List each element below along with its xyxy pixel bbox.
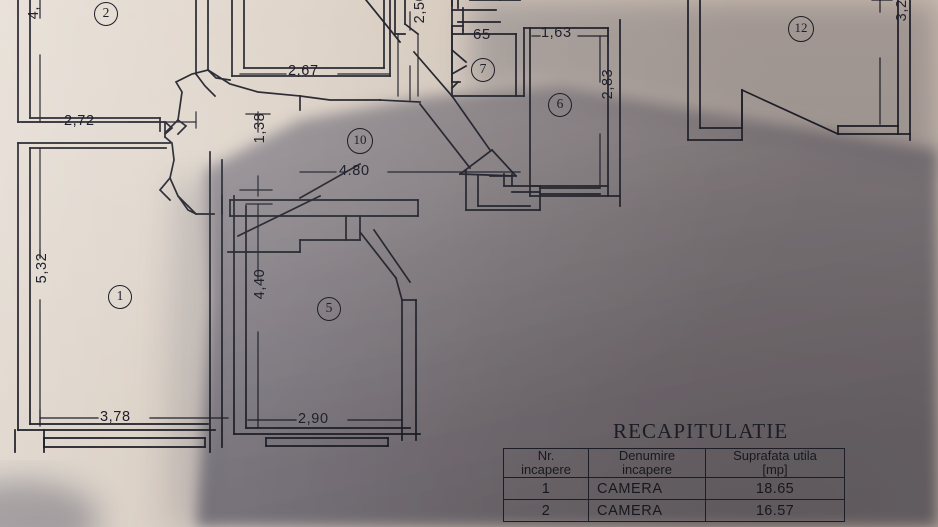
cell-suprafata: 16.57 (705, 499, 845, 522)
cell-nr: 2 (503, 499, 589, 522)
recap-table-element: Nr. incapere Denumire incapere Suprafata… (503, 448, 845, 522)
dim-label-4-top-left: 4, (26, 6, 42, 20)
header-nr-incapere: Nr. incapere (503, 448, 589, 478)
dim-label-1-63: 1,63 (541, 25, 572, 41)
room-marker-7: 7 (471, 58, 495, 82)
room-marker-5: 5 (317, 297, 341, 321)
dim-label-2-67: 2,67 (288, 63, 319, 79)
room-marker-12: 12 (788, 16, 814, 42)
recap-table-head: Nr. incapere Denumire incapere Suprafata… (503, 448, 845, 478)
cell-denumire: CAMERA (588, 499, 706, 522)
dim-label-5-32: 5,32 (34, 252, 50, 284)
dim-label-2-90: 2,90 (298, 411, 329, 427)
header-den-line2: incapere (622, 462, 672, 477)
cell-suprafata: 18.65 (705, 477, 845, 500)
cell-denumire: CAMERA (588, 477, 706, 500)
header-sup-line1: Suprafata utila (733, 448, 817, 463)
header-nr-line1: Nr. (537, 448, 555, 463)
header-sup-line2: [mp] (762, 462, 788, 477)
recap-table: Nr. incapere Denumire incapere Suprafata… (503, 448, 845, 522)
cell-nr: 1 (503, 477, 589, 500)
room-marker-6: 6 (548, 93, 572, 117)
table-row: 2 CAMERA 16.57 (503, 499, 845, 522)
dim-label-2-50: 2,50 (412, 0, 428, 24)
header-nr-line2: incapere (521, 462, 571, 477)
annotation-65: 65 (473, 26, 491, 43)
room-marker-2: 2 (94, 2, 118, 26)
header-den-line1: Denumire (618, 448, 676, 463)
dim-label-3-78: 3,78 (100, 409, 131, 425)
dim-label-4-40: 4,40 (252, 268, 268, 300)
recap-table-body: 1 CAMERA 18.65 2 CAMERA 16.57 (503, 477, 845, 522)
header-denumire-incapere: Denumire incapere (588, 448, 706, 478)
room-marker-1: 1 (108, 285, 132, 309)
dim-label-3-25: 3,25 (894, 0, 910, 22)
header-suprafata-utila: Suprafata utila [mp] (705, 448, 845, 478)
recap-title: RECAPITULATIE (613, 419, 789, 443)
dim-label-4-80: 4.80 (339, 163, 370, 179)
dim-label-1-38: 1,38 (252, 112, 268, 144)
table-header-row: Nr. incapere Denumire incapere Suprafata… (503, 448, 845, 478)
dim-label-2-83: 2,83 (600, 68, 616, 100)
room-marker-10: 10 (347, 128, 373, 154)
table-row: 1 CAMERA 18.65 (503, 477, 845, 500)
dim-label-2-72: 2,72 (64, 113, 95, 129)
